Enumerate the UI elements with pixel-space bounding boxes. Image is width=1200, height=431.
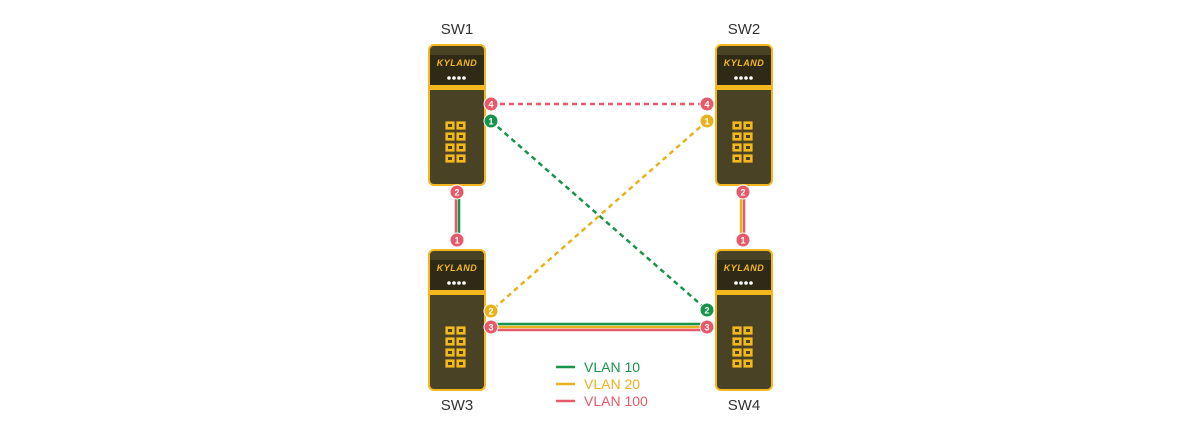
brand-logo: KYLAND (437, 58, 478, 68)
brand-logo: KYLAND (437, 263, 478, 273)
svg-text:2: 2 (454, 188, 459, 198)
svg-text:1: 1 (740, 236, 745, 246)
brand-logo: KYLAND (724, 58, 765, 68)
svg-text:VLAN 20: VLAN 20 (584, 376, 640, 392)
port-badge-sw3-2: 2 (483, 303, 499, 319)
svg-text:2: 2 (740, 188, 745, 198)
svg-text:1: 1 (488, 117, 493, 127)
svg-text:VLAN 100: VLAN 100 (584, 393, 648, 409)
links-layer (454, 102, 746, 332)
switch-sw1[interactable]: KYLAND (428, 44, 486, 186)
svg-text:1: 1 (454, 236, 459, 246)
port-badge-sw4-1: 1 (735, 232, 751, 248)
svg-text:2: 2 (488, 307, 493, 317)
brand-logo: KYLAND (724, 263, 765, 273)
legend-item-vlan20: VLAN 20 (556, 376, 640, 392)
legend-item-vlan100: VLAN 100 (556, 393, 648, 409)
switch-label-sw1: SW1 (441, 21, 474, 38)
legend: VLAN 10 VLAN 20 VLAN 100 (556, 359, 648, 409)
svg-text:VLAN 10: VLAN 10 (584, 359, 640, 375)
switch-sw4[interactable]: KYLAND (715, 249, 773, 391)
port-badge-sw1-4: 4 (483, 96, 499, 112)
legend-item-vlan10: VLAN 10 (556, 359, 640, 375)
switch-label-sw2: SW2 (728, 21, 761, 38)
port-badge-sw3-1: 1 (449, 232, 465, 248)
port-badge-sw4-3: 3 (699, 319, 715, 335)
port-badge-sw2-4: 4 (699, 96, 715, 112)
port-badge-sw1-2: 2 (449, 184, 465, 200)
port-badge-sw1-1: 1 (483, 113, 499, 129)
svg-text:3: 3 (488, 323, 493, 333)
link-sw1-sw4-vlan10 (490, 120, 708, 311)
svg-text:2: 2 (704, 306, 709, 316)
svg-text:3: 3 (704, 323, 709, 333)
svg-text:1: 1 (704, 117, 709, 127)
port-badge-sw2-2: 2 (735, 184, 751, 200)
port-badge-sw3-3: 3 (483, 319, 499, 335)
switch-sw2[interactable]: KYLAND (715, 44, 773, 186)
switch-label-sw4: SW4 (728, 397, 761, 414)
link-sw2-sw3-vlan20 (490, 120, 708, 312)
svg-text:4: 4 (488, 100, 493, 110)
svg-text:4: 4 (704, 100, 709, 110)
switch-label-sw3: SW3 (441, 397, 474, 414)
port-badge-sw4-2: 2 (699, 302, 715, 318)
port-badge-sw2-1: 1 (699, 113, 715, 129)
switch-sw3[interactable]: KYLAND (428, 249, 486, 391)
